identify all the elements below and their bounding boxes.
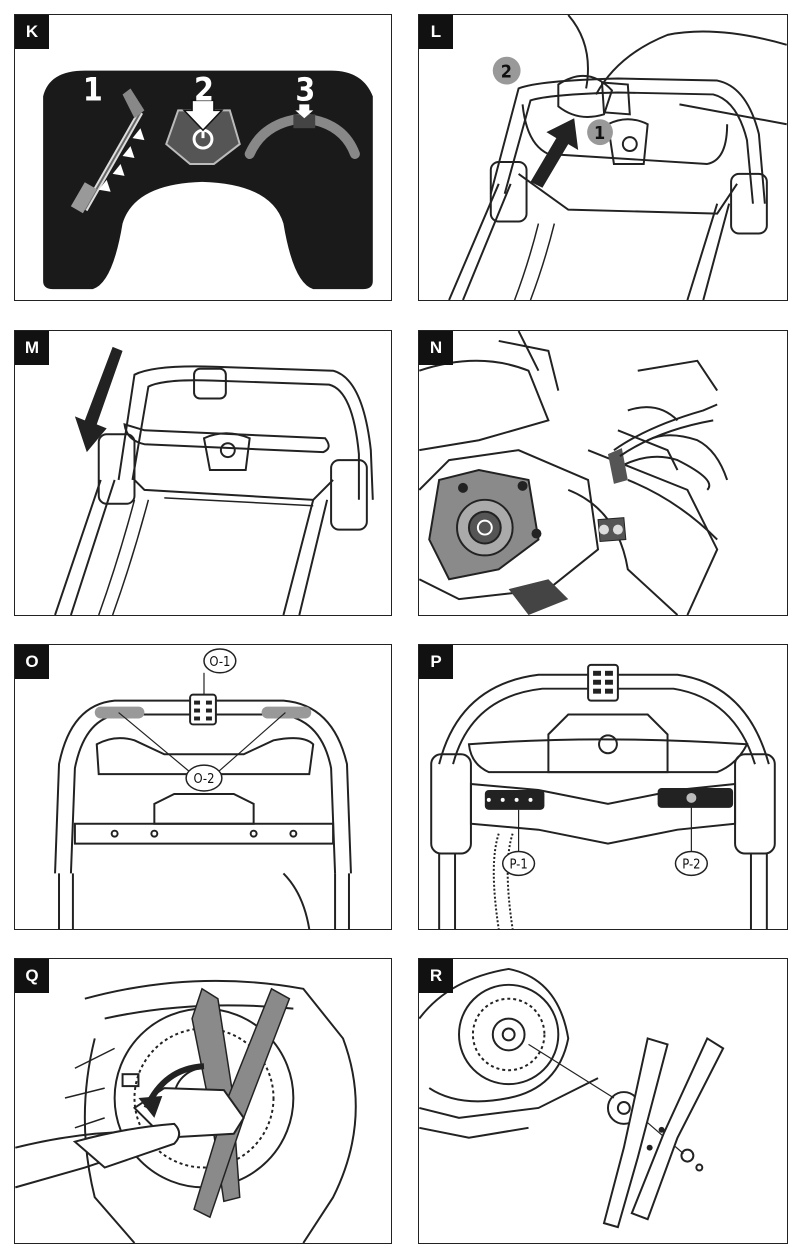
panel-tag: N <box>419 331 453 365</box>
panel-o: O O-1 O-2 <box>14 644 392 930</box>
callout-o-2: O-2 <box>193 772 214 787</box>
panel-tag: O <box>15 645 49 679</box>
panel-l: L 2 1 <box>418 14 788 301</box>
handle-grip-diagram: O-1 O-2 <box>54 648 352 929</box>
blade-assembly-exploded-diagram <box>419 967 725 1229</box>
panel-tag: K <box>15 15 49 49</box>
panel-p: P P-1 P-2 <box>418 644 788 930</box>
callout-p-1: P-1 <box>509 857 527 872</box>
control-panel-diagram: P-1 P-2 <box>430 663 776 929</box>
panel-tag: Q <box>15 959 49 993</box>
panel-tag: L <box>419 15 453 49</box>
step-label-2: 2 <box>501 62 512 83</box>
step-label-3: 3 <box>295 72 315 108</box>
motor-cover-detail <box>419 331 729 615</box>
handle-lock-lever-diagram: 2 1 <box>448 15 787 300</box>
handle-fold-diagram <box>54 346 374 615</box>
panel-tag: P <box>419 645 453 679</box>
handle-control-diagram: 1 2 3 <box>43 70 373 290</box>
step-label-1: 1 <box>594 123 605 144</box>
callout-o-1: O-1 <box>209 655 230 670</box>
panel-r: R <box>418 958 788 1244</box>
panel-k: K 1 2 3 <box>14 14 392 301</box>
panel-tag: M <box>15 331 49 365</box>
panel-tag: R <box>419 959 453 993</box>
blade-removal-diagram <box>15 979 357 1243</box>
panel-m: M <box>14 330 392 616</box>
panel-q: Q <box>14 958 392 1244</box>
step-label-1: 1 <box>83 72 103 108</box>
step-label-2: 2 <box>194 72 214 108</box>
callout-p-2: P-2 <box>682 857 700 872</box>
panel-n: N <box>418 330 788 616</box>
